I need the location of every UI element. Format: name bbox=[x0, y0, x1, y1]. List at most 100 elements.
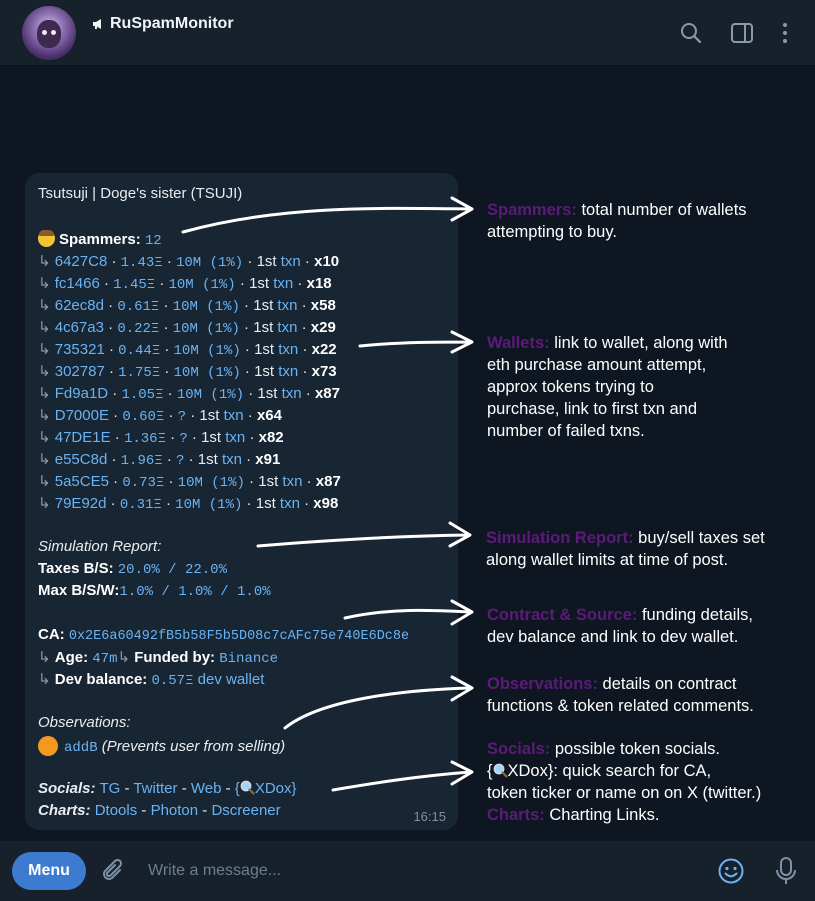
wallet-first-txn-link[interactable]: txn bbox=[223, 407, 244, 424]
wallet-address-link[interactable]: 735321 bbox=[54, 341, 105, 358]
obs-function: addB bbox=[64, 740, 98, 756]
indent-arrow-icon: ↳ bbox=[38, 429, 51, 446]
funded-value[interactable]: Binance bbox=[219, 651, 279, 667]
social-link-web[interactable]: Web bbox=[190, 780, 222, 797]
xdox-link[interactable]: {XDox} bbox=[234, 780, 297, 797]
avatar-eye bbox=[42, 30, 47, 35]
wallet-address-link[interactable]: 79E92d bbox=[54, 495, 107, 512]
wallet-address-link[interactable]: 62ec8d bbox=[54, 297, 104, 314]
wallet-token-amount: 10M (1%) bbox=[173, 343, 241, 359]
wallet-address-link[interactable]: D7000E bbox=[54, 407, 109, 424]
wallet-failed-count: x18 bbox=[306, 275, 332, 292]
wallet-failed-count: x87 bbox=[315, 473, 341, 490]
wallet-address-link[interactable]: fc1466 bbox=[54, 275, 100, 292]
wallet-first-txn-link[interactable]: txn bbox=[278, 363, 299, 380]
indent-arrow-icon: ↳ bbox=[38, 253, 51, 270]
orange-circle-icon bbox=[38, 736, 58, 756]
wallet-address-link[interactable]: 47DE1E bbox=[54, 429, 111, 446]
ca-line: CA: 0x2E6a60492fB5b58F5b5D08c7cAFc75e740… bbox=[38, 626, 409, 644]
wallet-first-txn-link[interactable]: txn bbox=[280, 253, 301, 270]
microphone-icon[interactable] bbox=[772, 855, 800, 887]
age-value: 47m bbox=[92, 651, 118, 667]
channel-title[interactable]: RuSpamMonitor bbox=[92, 15, 234, 33]
arrow-simulation bbox=[256, 521, 472, 548]
wallet-first-txn-link[interactable]: txn bbox=[281, 385, 302, 402]
wallet-first-label: 1st bbox=[253, 297, 274, 314]
wallet-address-link[interactable]: Fd9a1D bbox=[54, 385, 109, 402]
paperclip-icon[interactable] bbox=[100, 857, 128, 885]
wallet-eth-amount: 1.05Ξ bbox=[121, 387, 164, 403]
wallet-token-amount: 10M (1%) bbox=[168, 277, 236, 293]
wallet-token-amount: 10M (1%) bbox=[175, 497, 243, 513]
wallet-first-label: 1st bbox=[249, 275, 270, 292]
message-bubble: Tsutsuji | Doge's sister (TSUJI) Spammer… bbox=[25, 173, 458, 830]
channel-avatar[interactable] bbox=[22, 6, 76, 60]
age-label: Age: bbox=[54, 649, 89, 666]
max-value: 1.0% / 1.0% / 1.0% bbox=[119, 584, 271, 600]
message-time: 16:15 bbox=[413, 809, 446, 824]
wallet-first-label: 1st bbox=[201, 429, 222, 446]
wallet-failed-count: x91 bbox=[255, 451, 281, 468]
devbal-label: Dev balance: bbox=[54, 671, 148, 688]
chart-link-dscreener[interactable]: Dscreener bbox=[211, 802, 281, 819]
emoji-icon[interactable] bbox=[716, 856, 746, 886]
age-line: ↳ Age: 47m↳ Funded by: Binance bbox=[38, 649, 279, 667]
avatar-eye bbox=[51, 30, 56, 35]
wallet-first-txn-link[interactable]: txn bbox=[282, 473, 303, 490]
cowboy-emoji-icon bbox=[38, 230, 55, 247]
dev-wallet-link[interactable]: dev wallet bbox=[197, 671, 265, 688]
wallet-address-link[interactable]: 6427C8 bbox=[54, 253, 108, 270]
wallet-row: ↳ 735321 · 0.44Ξ · 10M (1%) · 1st txn · … bbox=[38, 341, 337, 359]
obs-note: (Prevents user from selling) bbox=[101, 738, 286, 755]
magnifier-icon bbox=[493, 763, 508, 778]
note-spammers: Spammers: total number of wallets attemp… bbox=[487, 201, 747, 241]
chart-link-dtools[interactable]: Dtools bbox=[94, 802, 138, 819]
devbal-line: ↳ Dev balance: 0.57Ξ dev wallet bbox=[38, 671, 265, 689]
wallet-row: ↳ D7000E · 0.60Ξ · ? · 1st txn · x64 bbox=[38, 407, 282, 425]
social-link-twitter[interactable]: Twitter bbox=[133, 780, 178, 797]
wallet-address-link[interactable]: 5a5CE5 bbox=[54, 473, 109, 490]
wallet-first-txn-link[interactable]: txn bbox=[225, 429, 246, 446]
wallet-first-txn-link[interactable]: txn bbox=[273, 275, 294, 292]
wallet-first-txn-link[interactable]: txn bbox=[278, 341, 299, 358]
arrow-wallets bbox=[358, 330, 474, 354]
social-link-tg[interactable]: TG bbox=[99, 780, 121, 797]
channel-name: RuSpamMonitor bbox=[110, 15, 234, 32]
wallet-first-label: 1st bbox=[254, 341, 275, 358]
search-icon[interactable] bbox=[678, 20, 704, 46]
wallet-first-txn-link[interactable]: txn bbox=[221, 451, 242, 468]
wallet-row: ↳ 79E92d · 0.31Ξ · 10M (1%) · 1st txn · … bbox=[38, 495, 339, 513]
wallet-token-amount: 10M (1%) bbox=[172, 321, 240, 337]
note-simulation: Simulation Report: buy/sell taxes set al… bbox=[486, 529, 765, 569]
wallet-first-txn-link[interactable]: txn bbox=[277, 319, 298, 336]
socials-line: Socials: TG - Twitter - Web - {XDox} bbox=[38, 780, 297, 797]
xdox-label: XDox bbox=[254, 780, 292, 797]
wallet-failed-count: x29 bbox=[310, 319, 336, 336]
wallet-token-amount: 10M (1%) bbox=[172, 299, 240, 315]
sim-title: Simulation Report: bbox=[38, 538, 162, 555]
sidebar-toggle-icon[interactable] bbox=[729, 20, 755, 46]
wallet-first-label: 1st bbox=[256, 253, 277, 270]
more-vertical-icon[interactable] bbox=[772, 20, 798, 46]
menu-button[interactable]: Menu bbox=[12, 852, 86, 890]
taxes-line: Taxes B/S: 20.0% / 22.0% bbox=[38, 560, 227, 578]
wallet-eth-amount: 0.44Ξ bbox=[118, 343, 161, 359]
wallet-first-txn-link[interactable]: txn bbox=[279, 495, 300, 512]
max-line: Max B/S/W:1.0% / 1.0% / 1.0% bbox=[38, 582, 271, 600]
ca-address[interactable]: 0x2E6a60492fB5b58F5b5D08c7cAFc75e740E6Dc… bbox=[68, 629, 410, 644]
wallet-address-link[interactable]: e55C8d bbox=[54, 451, 108, 468]
indent-arrow-icon: ↳ bbox=[38, 495, 51, 512]
message-input[interactable] bbox=[148, 859, 668, 883]
wallet-failed-count: x10 bbox=[314, 253, 340, 270]
wallet-failed-count: x82 bbox=[258, 429, 284, 446]
chart-link-photon[interactable]: Photon bbox=[150, 802, 199, 819]
megaphone-icon bbox=[93, 19, 101, 29]
devbal-value: 0.57Ξ bbox=[151, 673, 194, 689]
wallet-address-link[interactable]: 302787 bbox=[54, 363, 105, 380]
wallet-first-txn-link[interactable]: txn bbox=[277, 297, 298, 314]
token-name-link[interactable]: Tsutsuji | Doge's sister (TSUJI) bbox=[38, 185, 243, 202]
wallet-eth-amount: 0.22Ξ bbox=[117, 321, 160, 337]
wallet-address-link[interactable]: 4c67a3 bbox=[54, 319, 104, 336]
wallet-eth-amount: 1.96Ξ bbox=[120, 453, 163, 469]
